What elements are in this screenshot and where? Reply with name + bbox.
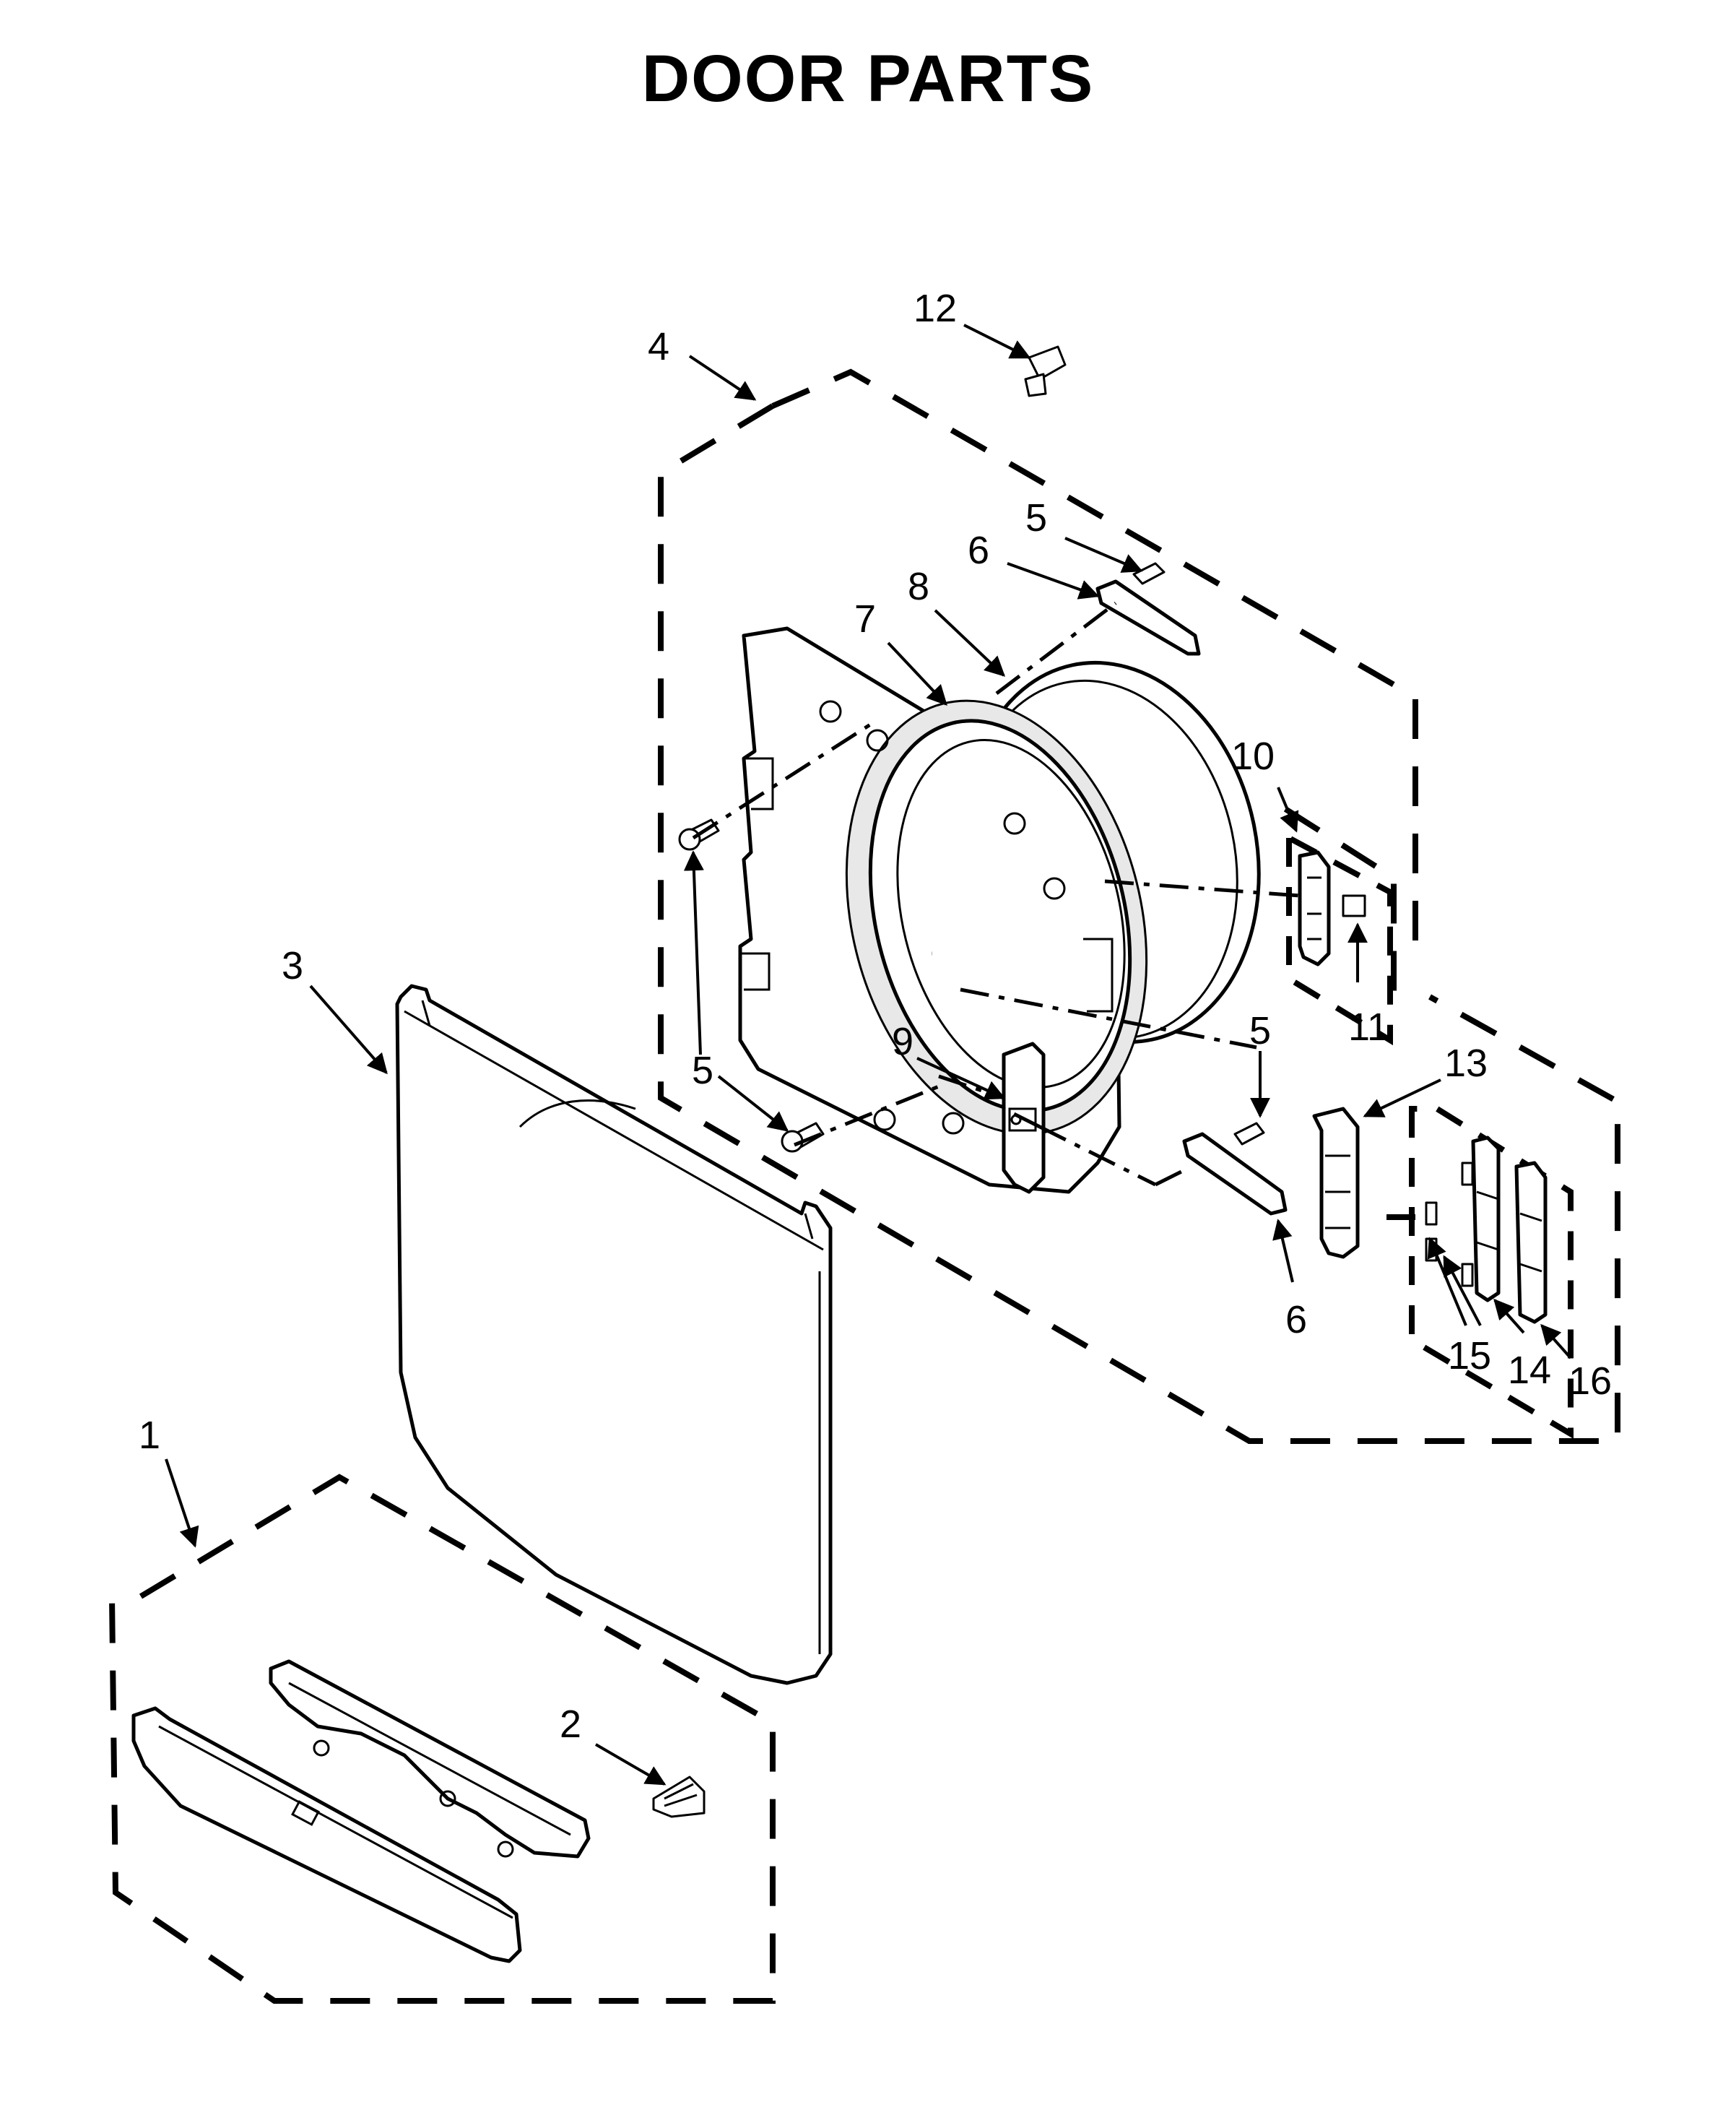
callout-labels: 12 4 5 6 8 7 10 11 3 9 5 5 13 6 15 14 16… — [139, 287, 1612, 1746]
part-13-bumper — [1024, 345, 1067, 397]
callout-8: 8 — [908, 565, 929, 608]
leader-lines — [165, 324, 1572, 1786]
callout-16: 16 — [1568, 1359, 1612, 1403]
callout-5-right: 5 — [1249, 1009, 1271, 1052]
part-14-hinge — [1471, 1136, 1501, 1302]
callout-7: 7 — [854, 597, 876, 641]
part-6-lower-bracket — [1182, 1132, 1288, 1216]
callout-6-top: 6 — [968, 529, 989, 572]
callout-11: 11 — [1348, 1005, 1389, 1049]
callout-1: 1 — [139, 1414, 160, 1457]
part-11-clip — [1342, 894, 1366, 917]
part-16-hinge-plate — [1514, 1161, 1548, 1324]
latch-subgroup-boundary — [1286, 833, 1393, 1046]
callout-3: 3 — [282, 944, 303, 987]
group-1-boundary — [109, 1474, 776, 2004]
callout-5-top: 5 — [1025, 496, 1047, 540]
part-1-handle-bar — [131, 1706, 522, 1963]
part-10-strike-plate — [1298, 850, 1331, 966]
part-1-handle-bracket — [269, 1659, 591, 1859]
callout-5-left: 5 — [692, 1049, 713, 1092]
callout-14: 14 — [1508, 1349, 1551, 1392]
diagram-title: DOOR PARTS — [642, 42, 1095, 116]
callout-10: 10 — [1231, 735, 1275, 778]
part-5-screw-right — [1233, 1122, 1265, 1146]
callout-9: 9 — [892, 1020, 913, 1063]
callout-2: 2 — [560, 1703, 581, 1746]
part-12-hinge-cover — [1312, 1107, 1360, 1259]
callout-6-bottom: 6 — [1285, 1298, 1307, 1341]
callout-4: 4 — [648, 325, 669, 368]
callout-15: 15 — [1448, 1334, 1491, 1377]
part-3-outer-door-panel — [395, 984, 833, 1685]
part-5-screw-top — [1132, 562, 1166, 585]
part-6-upper-bracket — [1095, 579, 1201, 656]
part-2-screw — [652, 1776, 706, 1818]
callout-12: 13 — [1444, 1042, 1488, 1085]
callout-13: 12 — [913, 287, 957, 330]
